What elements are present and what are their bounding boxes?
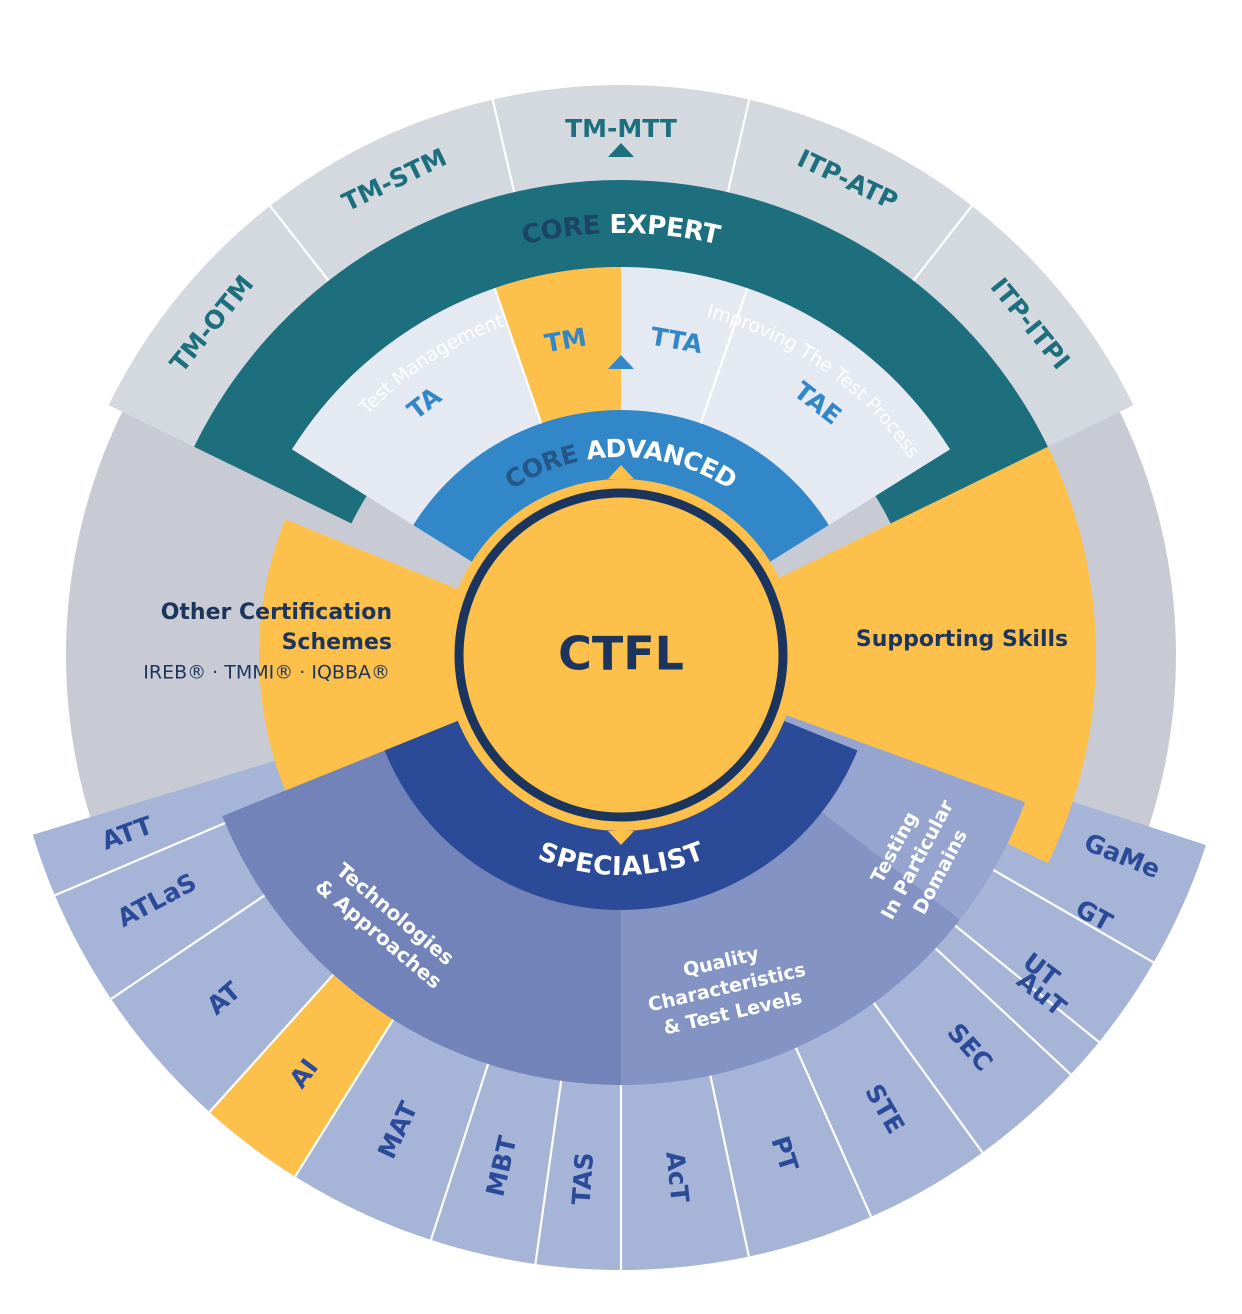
- specialist-module-divider-1: [110, 894, 266, 1000]
- specialist-module-tas: TAS: [567, 1151, 600, 1205]
- supporting-skills-label: Supporting Skills: [856, 627, 1068, 652]
- core-advanced-band: [413, 409, 829, 565]
- expert-module-divider-1: [491, 99, 516, 193]
- specialist-module-divider-2: [208, 973, 335, 1113]
- specialist-module-divider-0: [54, 822, 226, 897]
- wheel-shapes: [32, 85, 1206, 1270]
- module-dividers: [54, 99, 1155, 1270]
- specialist-band: [384, 718, 858, 911]
- expert-pointer: [608, 143, 634, 157]
- specialist-module-divider-11: [954, 924, 1100, 1043]
- specialist-module-divider-5: [534, 1080, 563, 1265]
- center-bottom-pointer: [608, 831, 634, 845]
- supporting-skills-sector: [621, 446, 1096, 864]
- specialist-module-ai-highlight: [209, 974, 394, 1177]
- advanced-module-divider-1: [699, 287, 749, 424]
- expert-module-divider-3: [912, 205, 973, 282]
- specialist-module-divider-7: [709, 1075, 750, 1257]
- specialist-module-act: AcT: [660, 1150, 694, 1204]
- other-schemes-title-line1: Other Certification: [161, 600, 392, 625]
- specialist-module-divider-4: [429, 1063, 490, 1241]
- advanced-pointer: [608, 355, 634, 369]
- specialist-module-divider-9: [872, 1002, 984, 1154]
- center-ring: [454, 488, 788, 822]
- expert-module-divider-0: [269, 205, 330, 282]
- specialist-module-divider-10: [934, 947, 1072, 1076]
- center-top-pointer: [608, 465, 634, 479]
- other-schemes-subtitle: IREB® · TMMI® · IQBBA®: [143, 662, 390, 684]
- other-schemes-sector: [258, 519, 621, 803]
- center-label: CTFL: [558, 627, 684, 681]
- advanced-module-divider-0: [493, 287, 543, 424]
- advanced-module-tm: TM: [542, 322, 588, 358]
- expert-module-divider-2: [726, 99, 751, 193]
- expert-module-tm-mtt: TM-MTT: [565, 114, 677, 143]
- specialist-module-divider-3: [294, 1019, 395, 1178]
- specialist-module-divider-12: [992, 869, 1155, 964]
- other-schemes-title-line2: Schemes: [282, 630, 392, 655]
- specialist-module-divider-8: [794, 1047, 873, 1218]
